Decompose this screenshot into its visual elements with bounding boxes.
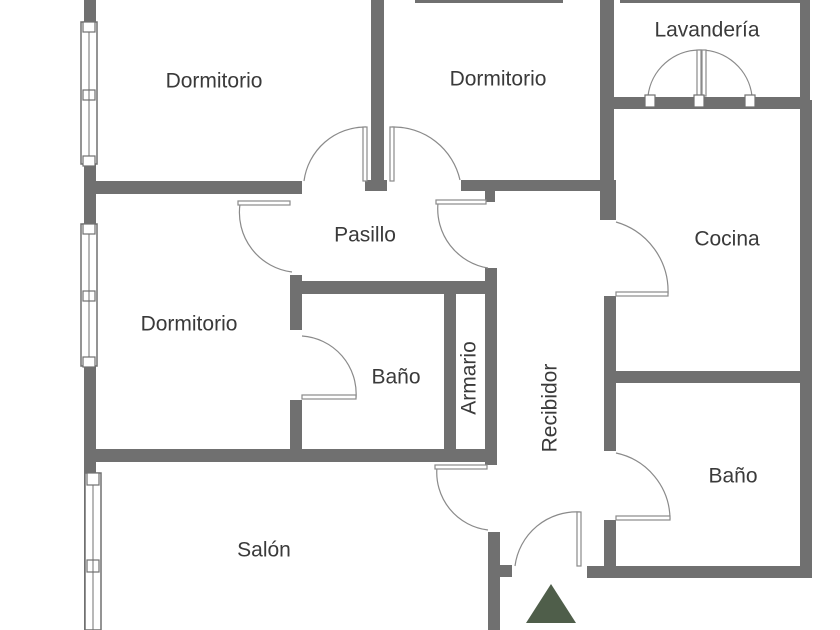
room-label-bano-1: Baño xyxy=(371,366,420,389)
wall-lavanderia-bottom xyxy=(610,97,810,109)
room-label-recibidor: Recibidor xyxy=(539,364,562,453)
wall-bano1-left-top xyxy=(290,275,302,330)
wall-cocina-bottom xyxy=(610,371,810,383)
wall-salon-top xyxy=(84,449,497,462)
room-label-dormitorio-2: Dormitorio xyxy=(450,68,547,91)
window-salon xyxy=(84,472,102,630)
room-labels: Dormitorio Dormitorio Lavandería Pasillo… xyxy=(141,19,760,562)
wall-armario-left xyxy=(444,290,456,452)
wall-cocina-left-top xyxy=(604,180,616,220)
windows xyxy=(80,21,102,630)
door-lavanderia xyxy=(644,49,756,108)
door-bano-2 xyxy=(615,452,671,521)
wall-bano1-left-bottom xyxy=(290,400,302,452)
walls xyxy=(84,0,812,630)
wall-lavanderia-left xyxy=(600,0,614,220)
door-entrance xyxy=(514,511,582,567)
entrance-arrow-icon xyxy=(526,584,576,623)
door-salon xyxy=(434,464,489,531)
window-dormitorio-3 xyxy=(80,223,98,368)
wall-dorm-divider xyxy=(371,0,384,190)
wall-bano2-left-bottom xyxy=(604,520,616,570)
room-label-dormitorio-1: Dormitorio xyxy=(166,70,263,93)
door-dormitorio-2 xyxy=(389,126,461,182)
wall-bano2-bottom xyxy=(587,566,812,578)
room-label-bano-2: Baño xyxy=(708,465,757,488)
room-label-cocina: Cocina xyxy=(694,228,760,251)
wall-dorm1-bottom xyxy=(84,181,302,194)
doors xyxy=(237,49,756,567)
room-label-lavanderia: Lavandería xyxy=(654,19,759,42)
door-dormitorio-3 xyxy=(237,200,293,273)
wall-exterior-right xyxy=(800,100,812,578)
wall-pasillo-right-stub xyxy=(485,190,495,202)
wall-pasillo-bottom xyxy=(290,281,495,294)
room-label-salon: Salón xyxy=(237,539,291,562)
door-cocina xyxy=(615,221,669,297)
door-pasillo xyxy=(435,199,489,269)
room-label-pasillo: Pasillo xyxy=(334,224,396,247)
wall-salon-right xyxy=(488,532,500,630)
wall-top-segment-2 xyxy=(620,0,800,3)
window-dormitorio-1 xyxy=(80,21,98,167)
room-label-dormitorio-3: Dormitorio xyxy=(141,313,238,336)
wall-recibidor-left xyxy=(485,268,497,465)
wall-entry-left-stub xyxy=(488,565,512,577)
door-dormitorio-1 xyxy=(303,126,368,182)
room-label-armario: Armario xyxy=(458,341,481,415)
wall-top-segment xyxy=(415,0,563,3)
wall-lavanderia-right xyxy=(800,0,810,110)
wall-dorm2-bottom-right xyxy=(461,180,611,191)
door-bano-1 xyxy=(301,335,357,400)
wall-dorm2-bottom-left xyxy=(365,180,387,191)
